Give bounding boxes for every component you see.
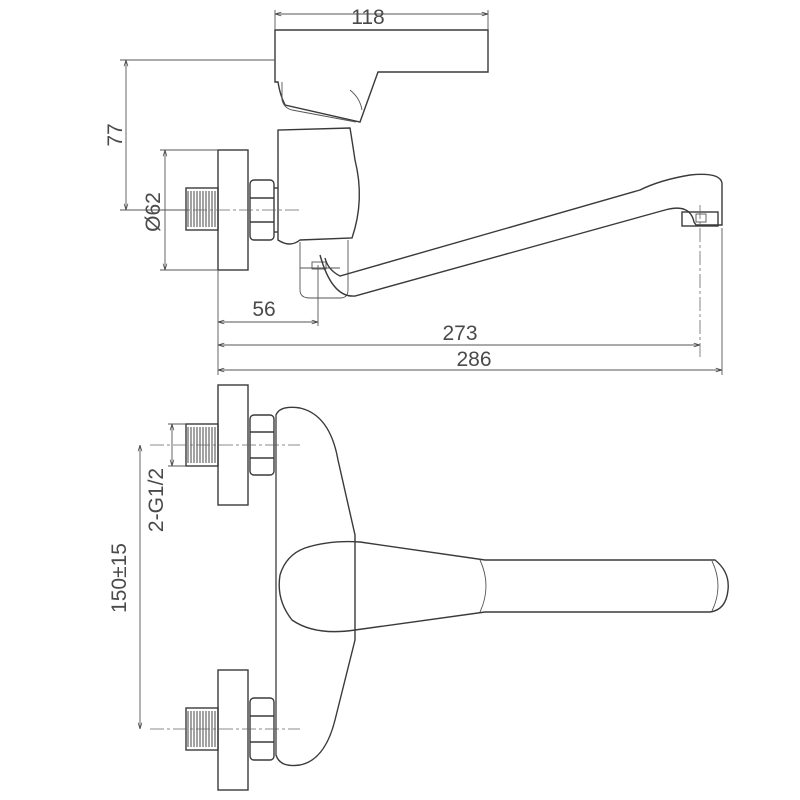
dimension-height-top: 77 [104, 123, 127, 146]
side-elevation-view: 118 77 Ø62 56 273 286 [104, 6, 723, 375]
dimension-spout-length: 273 [442, 322, 477, 345]
dimension-body-offset: 56 [252, 298, 275, 321]
spout [319, 173, 723, 297]
dimension-connection-thread: 2-G1/2 [145, 468, 168, 532]
spout-front [278, 540, 729, 633]
lower-flange [217, 669, 249, 791]
dimension-width-top: 118 [351, 6, 384, 29]
dimension-flange-diameter: Ø62 [142, 192, 165, 232]
front-elevation-view: 2-G1/2 150±15 [108, 384, 729, 791]
lever-handle [274, 29, 489, 123]
mixer-body [277, 127, 361, 245]
threaded-connector [185, 187, 219, 231]
dimension-inlet-spacing: 150±15 [108, 543, 131, 613]
mixer-body-front [275, 406, 356, 767]
dimension-overall-length: 286 [456, 348, 491, 371]
